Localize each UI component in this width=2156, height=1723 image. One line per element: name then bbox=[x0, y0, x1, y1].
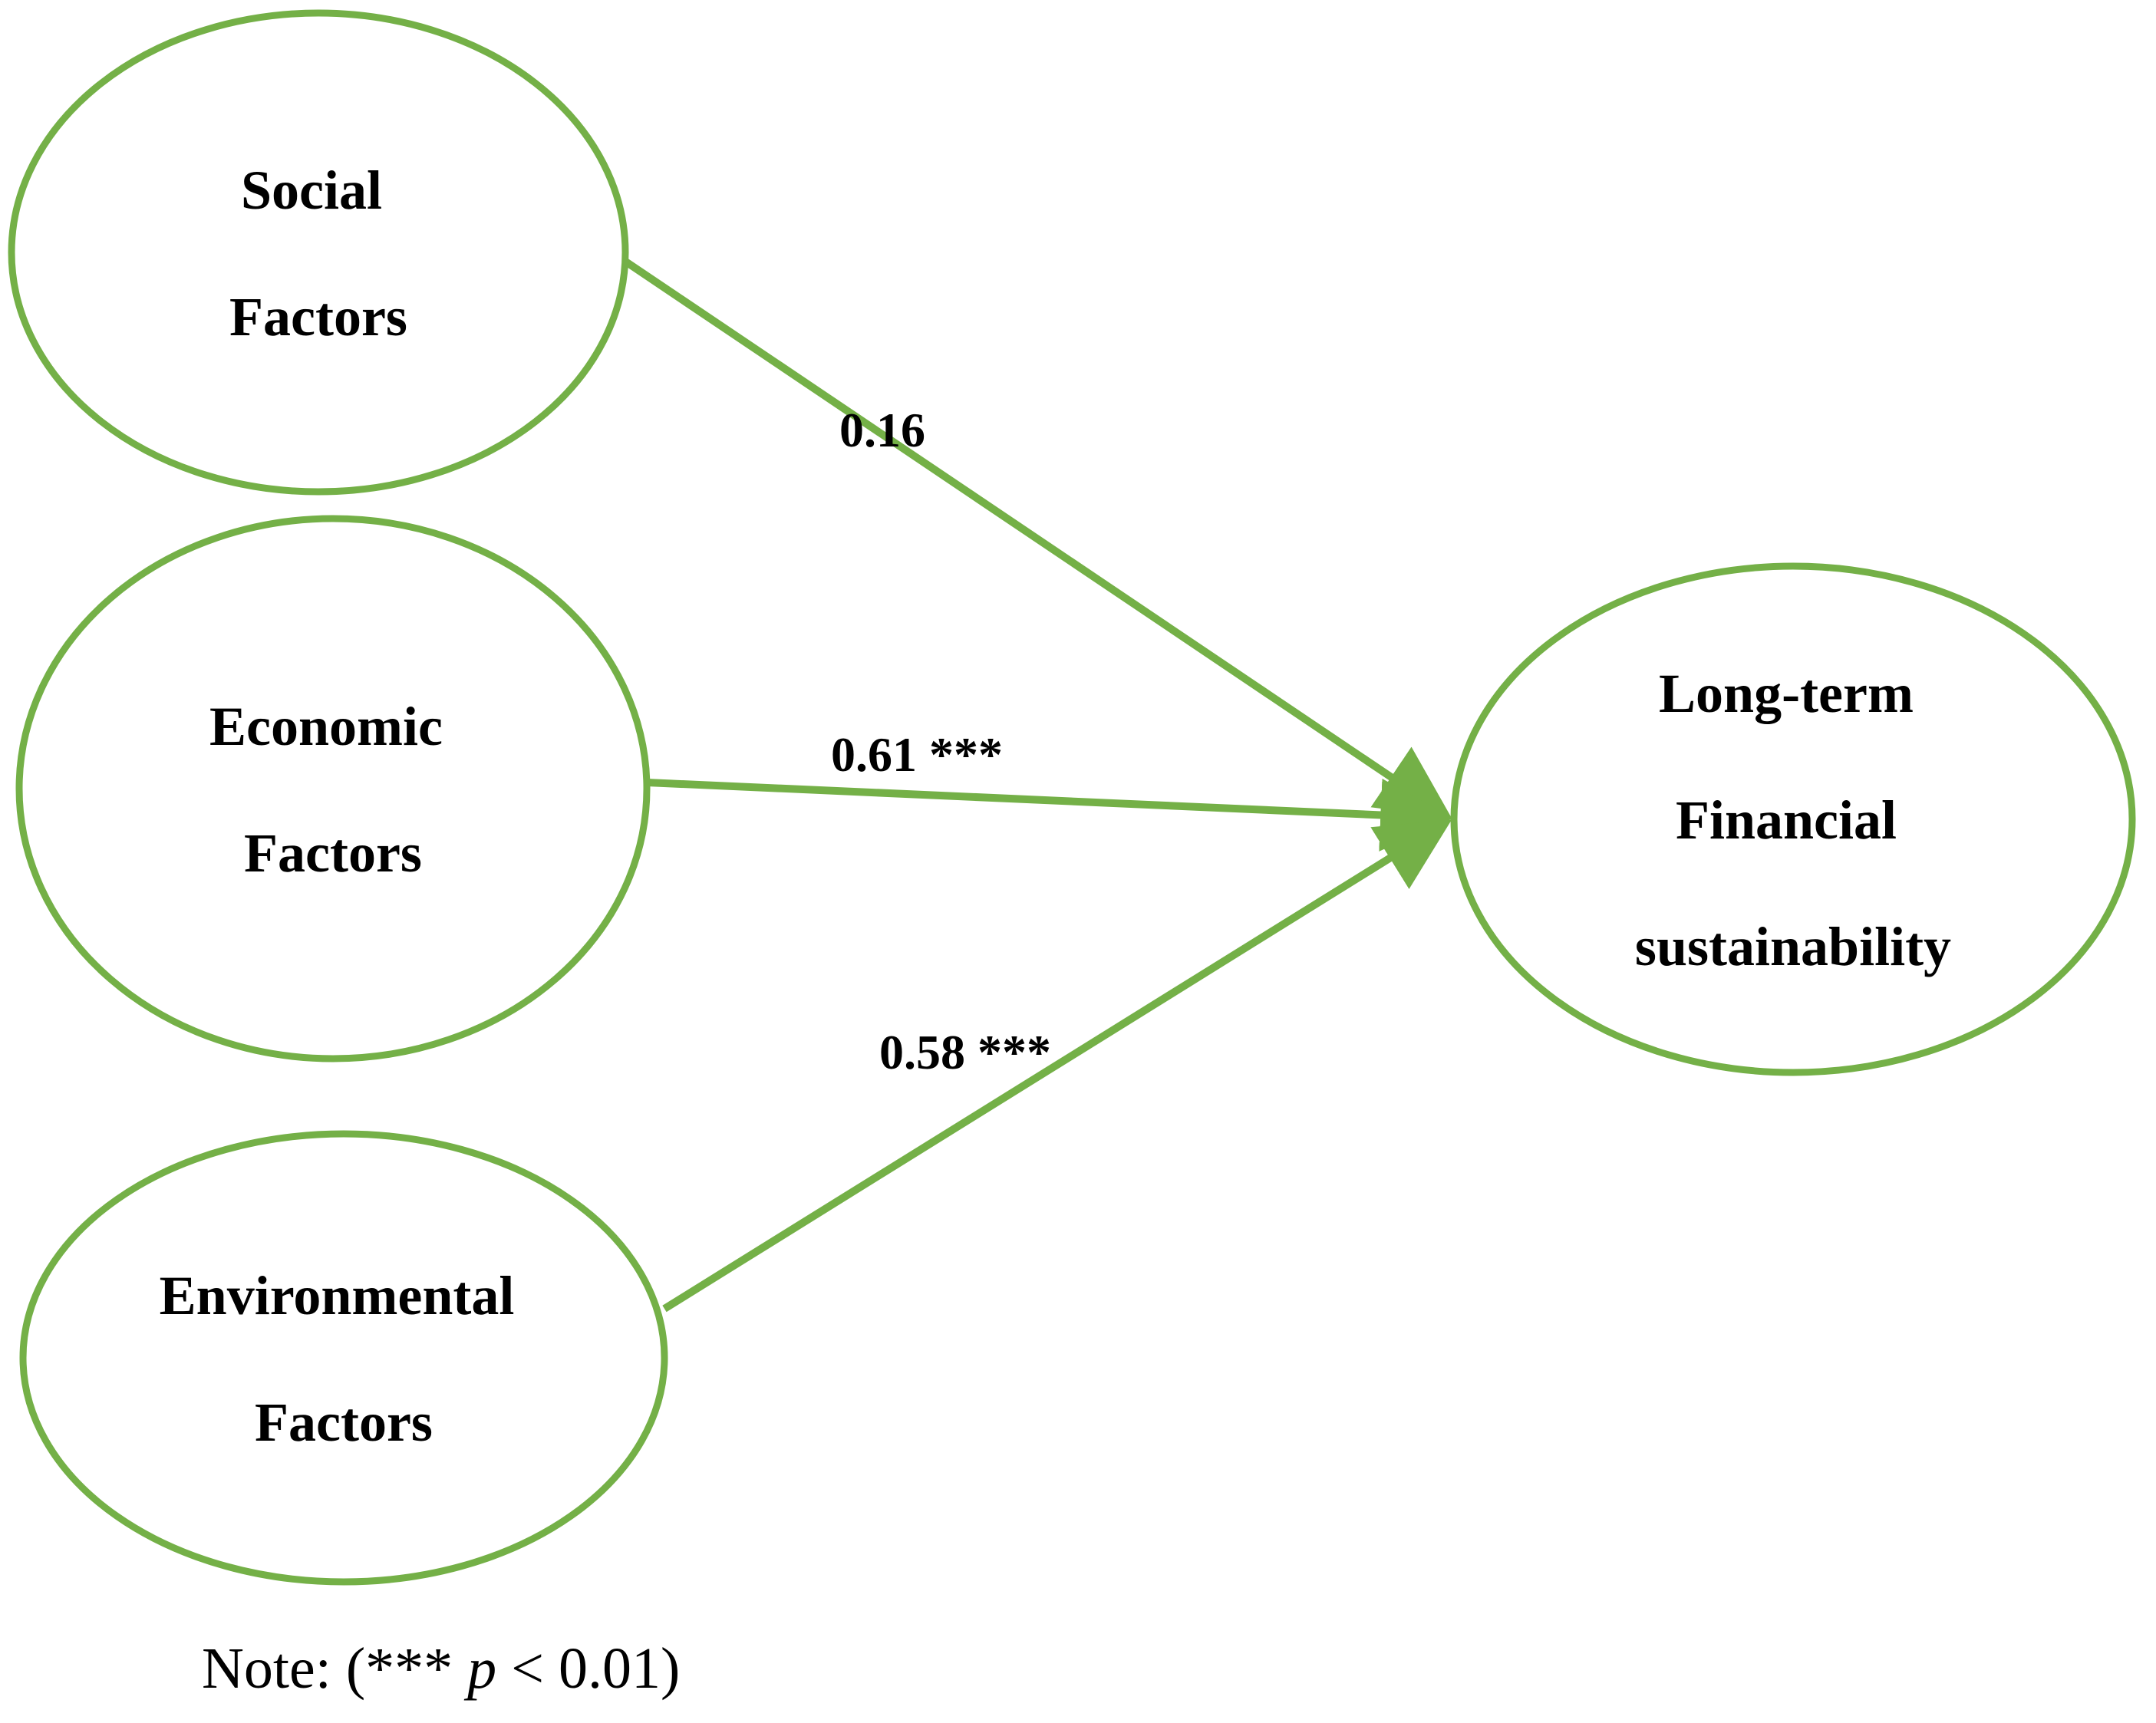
path-social-to-outcome bbox=[618, 254, 1452, 818]
coefficient-labels-group: 0.16 0.61 *** 0.58 *** bbox=[831, 403, 1051, 1079]
links-group bbox=[618, 254, 1454, 1313]
node-economic-ellipse bbox=[15, 515, 651, 1062]
path-economic-to-outcome bbox=[646, 778, 1454, 852]
node-economic-label: Economic Factors bbox=[209, 696, 457, 884]
coefficient-economic: 0.61 *** bbox=[831, 727, 1003, 782]
node-outcome-ellipse bbox=[1450, 562, 2136, 1076]
node-environmental-label: Environmental Factors bbox=[160, 1265, 529, 1453]
coefficient-environmental: 0.58 *** bbox=[879, 1025, 1051, 1079]
significance-note: Note: (*** p < 0.01) bbox=[202, 1636, 680, 1701]
node-social-ellipse bbox=[8, 9, 629, 496]
nodes-group: Social Factors Economic Factors Environm… bbox=[8, 9, 2136, 1586]
node-social-label: Social Factors bbox=[229, 160, 407, 348]
path-environmental-to-outcome bbox=[662, 819, 1452, 1313]
node-outcome-label: Long-term Financial sustainability bbox=[1635, 663, 1951, 977]
node-environmental-ellipse bbox=[19, 1130, 668, 1586]
coefficient-social: 0.16 bbox=[839, 403, 925, 457]
p-value-symbol: p bbox=[463, 1636, 496, 1701]
